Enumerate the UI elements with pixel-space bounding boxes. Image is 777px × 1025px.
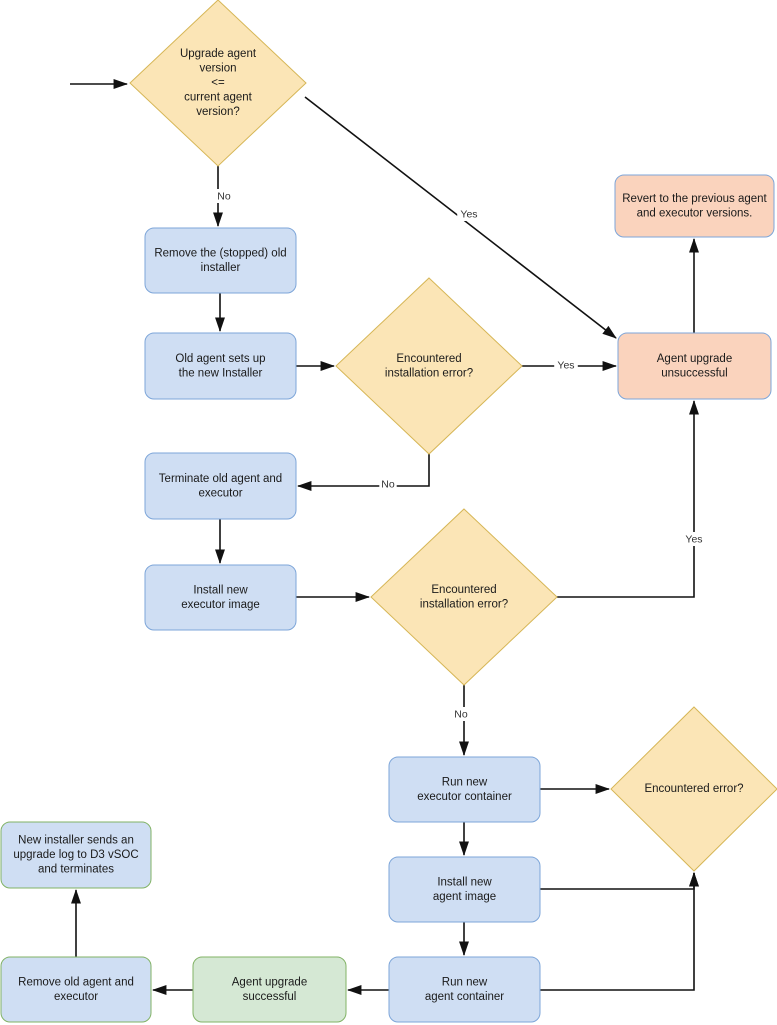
process-terminate-old-shape[interactable] xyxy=(144,452,297,520)
decision-install-error-2-shape[interactable] xyxy=(370,508,558,686)
edge-install-agent-to-error3-line xyxy=(540,872,699,890)
edge-error1-no-line xyxy=(297,454,430,491)
edge-error2-no-label: No xyxy=(454,708,468,720)
edge-error1-yes-label-bg xyxy=(554,358,578,372)
edge-error1-no-label: No xyxy=(381,478,395,490)
result-upgrade-unsuccessful-shape[interactable] xyxy=(617,332,772,400)
decision-encountered-error-label: Encountered error? xyxy=(644,783,743,795)
edge-install-agent-to-error3 xyxy=(540,872,699,890)
edge-version-yes: Yes xyxy=(304,96,617,339)
process-run-agent-container-shape[interactable] xyxy=(388,956,541,1023)
process-install-executor-image-shape[interactable] xyxy=(144,564,297,631)
process-remove-old-installer-shape[interactable] xyxy=(144,227,297,294)
edge-error2-yes: Yes xyxy=(557,400,706,598)
result-upgrade-successful-shape[interactable] xyxy=(192,956,347,1023)
edge-version-yes-label: Yes xyxy=(460,208,477,220)
edge-error1-no: No xyxy=(297,454,430,491)
edge-version-yes-label-bg xyxy=(457,207,481,221)
edge-run-agent-to-error3-line xyxy=(540,872,699,991)
process-new-installer-log-shape[interactable] xyxy=(0,821,152,889)
process-install-agent-image-shape[interactable] xyxy=(388,856,541,923)
edge-error1-no-label-bg xyxy=(379,477,397,491)
edge-version-no-label: No xyxy=(217,190,231,202)
edge-error2-yes-label-bg xyxy=(682,532,706,546)
node-decision-encountered-error[interactable]: Encountered error? xyxy=(610,706,777,872)
edge-error2-yes-line xyxy=(557,400,699,598)
decision-encountered-error-shape[interactable] xyxy=(610,706,777,872)
edge-error2-no: No xyxy=(452,685,470,756)
edge-run-agent-to-error3 xyxy=(540,872,699,991)
edge-error1-yes-label: Yes xyxy=(557,359,574,371)
edge-error2-yes-label: Yes xyxy=(685,533,702,545)
edge-version-no-label-bg xyxy=(215,189,233,203)
result-revert-shape[interactable] xyxy=(614,174,775,238)
process-remove-old-agent-shape[interactable] xyxy=(0,956,152,1023)
decision-install-error-1-shape[interactable] xyxy=(335,277,523,455)
edge-error2-no-label-bg xyxy=(452,707,470,721)
edge-version-no: No xyxy=(213,166,233,227)
process-old-agent-sets-up-shape[interactable] xyxy=(144,332,297,400)
edge-error1-yes: Yes xyxy=(522,358,617,372)
process-run-executor-container-shape[interactable] xyxy=(388,756,541,823)
decision-version-shape[interactable] xyxy=(129,0,307,167)
